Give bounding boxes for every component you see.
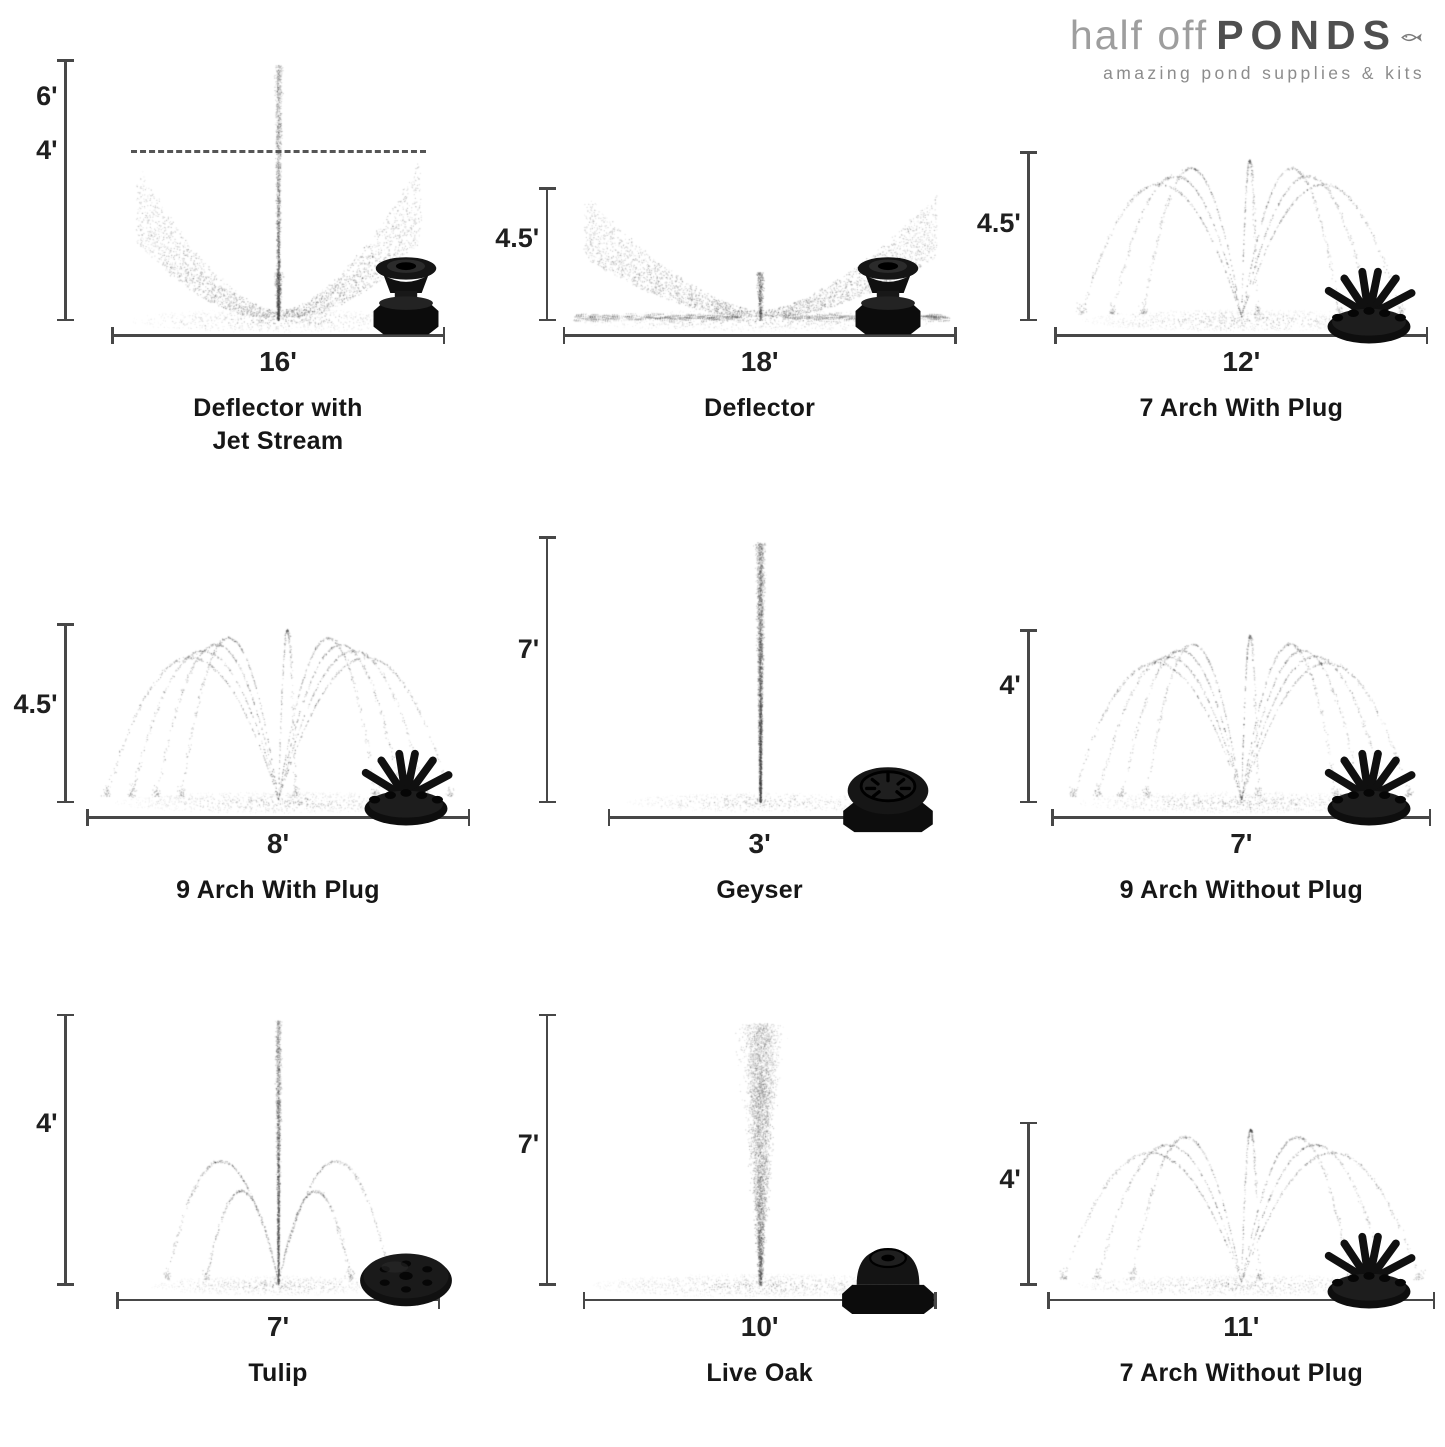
height-reference-dashed-line <box>131 150 426 153</box>
nozzle-name-label: 7 Arch With Plug <box>1041 392 1441 425</box>
height-dimension-line: 4.5' <box>64 624 67 802</box>
brand-name-bold: PONDS <box>1216 12 1397 58</box>
height-dimension-line: 7' <box>546 537 549 802</box>
height-label: 4.5' <box>14 689 58 720</box>
height-label: 7' <box>518 634 539 665</box>
height-label-secondary: 4' <box>36 135 57 166</box>
fountain-cell-8: 7' 10' Live Oak <box>482 965 964 1447</box>
nozzle-name-label: 9 Arch With Plug <box>78 874 478 907</box>
nozzle-name-label: Geyser <box>560 874 960 907</box>
height-dimension-line: 7' <box>546 1015 549 1285</box>
fountain-cell-4: 4.5' 8' 9 Arch With Plug <box>0 482 482 964</box>
height-label: 4.5' <box>977 208 1021 239</box>
height-dimension-line: 4' <box>1027 1123 1030 1285</box>
height-label: 4.5' <box>495 223 539 254</box>
nozzle-name-label: Live Oak <box>560 1357 960 1390</box>
height-dimension-line: 4.5' <box>1027 152 1030 320</box>
dome-nozzle-icon <box>832 1211 944 1323</box>
multi-jet-nozzle-icon <box>1313 1211 1425 1323</box>
fountain-cell-9: 4' 11' 7 Arch Without Plug <box>963 965 1445 1447</box>
nozzle-name-label: 7 Arch Without Plug <box>1041 1357 1441 1390</box>
height-label: 7' <box>518 1129 539 1160</box>
height-dimension-line: 4' <box>64 1015 67 1285</box>
fountain-cell-1: 6' 4' 16' Deflector with Jet Stream <box>0 0 482 482</box>
deflector-nozzle-icon <box>350 246 462 358</box>
multi-jet-nozzle-icon <box>1313 246 1425 358</box>
nozzle-name-label: 9 Arch Without Plug <box>1041 874 1441 907</box>
deflector-nozzle-icon <box>832 246 944 358</box>
brand-name: half offPONDS <box>1070 12 1425 59</box>
brand-tagline: amazing pond supplies & kits <box>1070 63 1425 84</box>
nozzle-name-label: Tulip <box>78 1357 478 1390</box>
nozzle-name-label: Deflector <box>560 392 960 425</box>
fish-icon <box>1399 30 1425 50</box>
disc-jet-nozzle-icon <box>350 1211 462 1323</box>
multi-jet-nozzle-icon <box>1313 728 1425 840</box>
height-label: 6' <box>36 81 57 112</box>
multi-jet-nozzle-icon <box>350 728 462 840</box>
brand-name-light: half off <box>1070 12 1208 58</box>
fountain-cell-5: 7' 3' Geyser <box>482 482 964 964</box>
height-label: 4' <box>999 1164 1020 1195</box>
fountain-cell-6: 4' 7' 9 Arch Without Plug <box>963 482 1445 964</box>
nozzle-name-label: Deflector with Jet Stream <box>78 392 478 457</box>
height-dimension-line: 4.5' <box>546 188 549 320</box>
fountain-cell-7: 4' 7' Tulip <box>0 965 482 1447</box>
brand-logo: half offPONDS amazing pond supplies & ki… <box>1070 12 1425 84</box>
fountain-cell-2: 4.5' 18' Deflector <box>482 0 964 482</box>
height-dimension-line: 6' 4' <box>64 60 67 320</box>
height-dimension-line: 4' <box>1027 630 1030 802</box>
height-label: 4' <box>36 1108 57 1139</box>
height-label: 4' <box>999 670 1020 701</box>
geyser-nozzle-icon <box>832 728 944 840</box>
